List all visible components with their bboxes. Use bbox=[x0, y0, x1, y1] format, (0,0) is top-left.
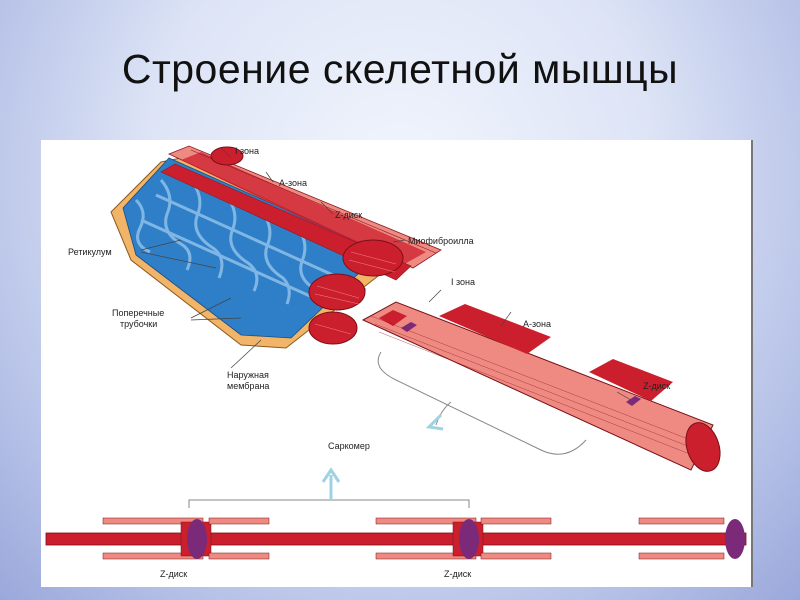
label-z-disk-bottom-right: Z-диск bbox=[444, 569, 471, 579]
sarcomere-bracket bbox=[377, 351, 587, 455]
label-sarcomere: Саркомер bbox=[328, 441, 370, 451]
sarcomere-unit-2 bbox=[375, 517, 552, 560]
sarcomere-chain bbox=[45, 467, 747, 560]
muscle-structure-diagram: I зона A-зона Z-диск Миофиброилла Ретику… bbox=[45, 145, 747, 579]
myofibril-extended bbox=[361, 301, 721, 472]
label-a-zone-mid: A-зона bbox=[523, 319, 551, 329]
label-z-disk-top: Z-диск bbox=[335, 210, 362, 220]
label-a-zone-top: A-зона bbox=[279, 178, 307, 188]
muscle-diagram-panel: I зона A-зона Z-диск Миофиброилла Ретику… bbox=[41, 140, 753, 587]
sarcomere-unit-1 bbox=[102, 517, 270, 560]
label-myofibril: Миофиброилла bbox=[408, 236, 474, 246]
label-z-disk-mid: Z-диск bbox=[643, 381, 670, 391]
label-reticulum: Ретикулум bbox=[68, 247, 112, 257]
label-transverse-tubules-1: Поперечные bbox=[112, 308, 164, 318]
diagram-labels: I зона A-зона Z-диск Миофиброилла Ретику… bbox=[68, 146, 670, 579]
label-outer-membrane-1: Наружная bbox=[227, 370, 269, 380]
muscle-fiber-bundle bbox=[110, 145, 442, 349]
label-transverse-tubules-2: трубочки bbox=[120, 319, 157, 329]
sarcomere-unit-3 bbox=[638, 517, 745, 560]
myofibril-cross-sections bbox=[210, 146, 404, 345]
label-z-disk-bottom-left: Z-диск bbox=[160, 569, 187, 579]
leader-lines bbox=[140, 147, 632, 401]
slide-title: Строение скелетной мышцы bbox=[121, 46, 679, 92]
label-outer-membrane-2: мембрана bbox=[227, 381, 269, 391]
label-i-zone-mid: I зона bbox=[451, 277, 475, 287]
label-i-zone-top: I зона bbox=[235, 146, 259, 156]
